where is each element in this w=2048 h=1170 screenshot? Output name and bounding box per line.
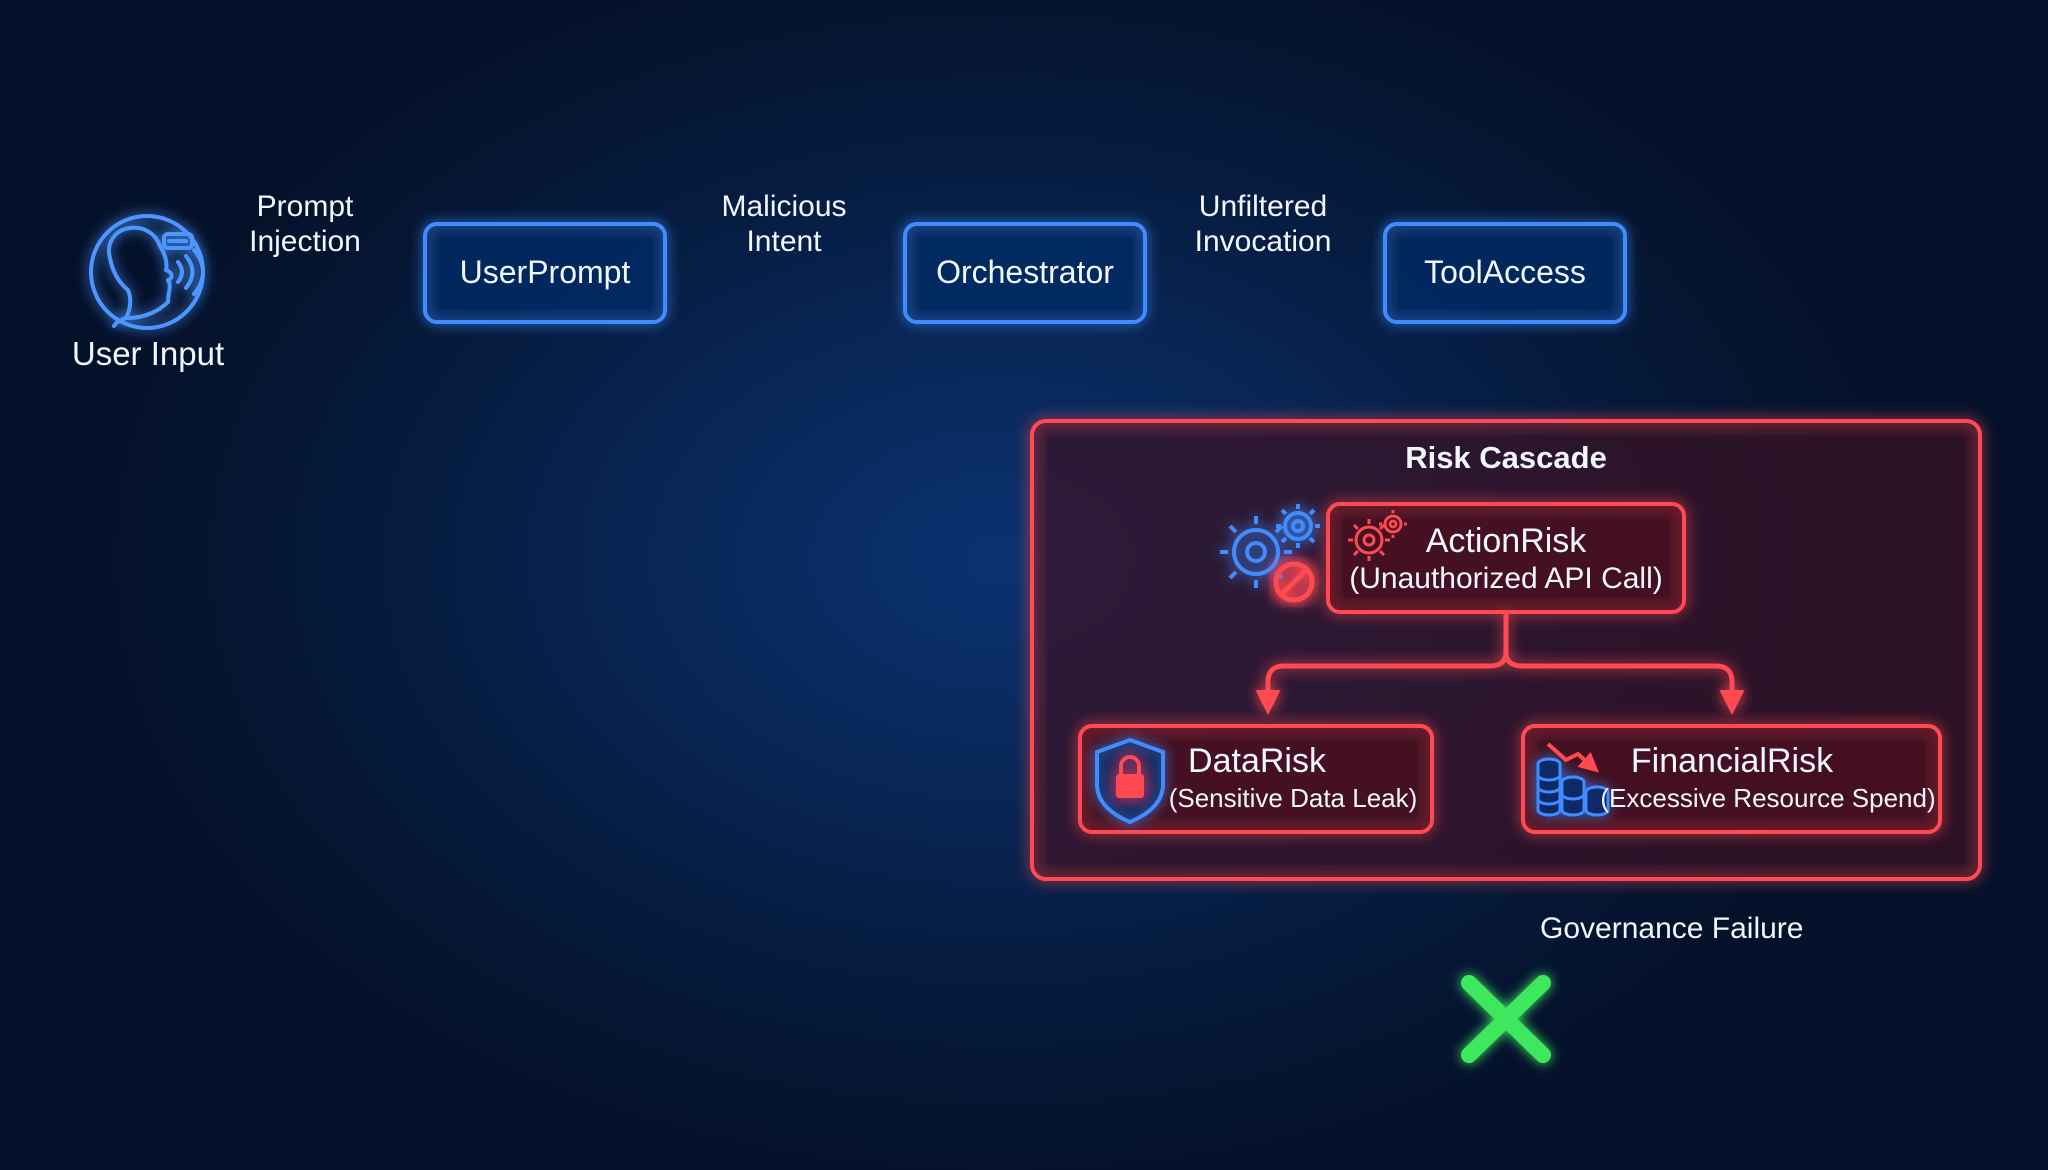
data-risk-detail: (Sensitive Data Leak) — [1168, 783, 1418, 813]
x-mark-icon — [1461, 975, 1551, 1063]
action-risk-gears-icon — [1348, 510, 1407, 561]
risk-cascade-title: Risk Cascade — [1405, 440, 1607, 475]
edge-label-line-2: Intent — [746, 224, 822, 258]
coins-down-icon — [1536, 742, 1610, 817]
governance-failure-label: Governance Failure — [1540, 912, 1804, 945]
shield-lock-icon — [1095, 737, 1165, 825]
action-risk-name: ActionRisk — [1425, 522, 1587, 560]
edge-label-line-2: Injection — [249, 224, 361, 258]
user-input-label: User Input — [71, 335, 225, 372]
financial-risk-name: FinancialRisk — [1630, 742, 1834, 780]
edge-label-prompt-injection: Prompt Injection — [249, 190, 361, 259]
edge-label-line-1: Malicious — [721, 190, 847, 223]
edge-label-malicious-intent: Malicious Intent — [721, 190, 846, 259]
branch-arrows — [1255, 612, 1745, 715]
edge-label-line-2: Invocation — [1194, 224, 1332, 258]
user-prompt-label: UserPrompt — [459, 254, 631, 290]
orchestrator-label: Orchestrator — [936, 254, 1114, 290]
data-risk-name: DataRisk — [1188, 742, 1326, 780]
user-speaking-icon — [89, 214, 205, 330]
financial-risk-box — [1521, 724, 1942, 834]
tool-access-box — [1383, 222, 1627, 324]
edge-label-unfiltered-invocation: Unfiltered Invocation — [1195, 190, 1332, 259]
data-risk-box — [1078, 724, 1434, 834]
action-risk-detail: (Unauthorized API Call) — [1349, 562, 1663, 595]
financial-risk-detail: (Excessive Resource Spend) — [1600, 783, 1936, 813]
tool-access-label: ToolAccess — [1424, 254, 1586, 290]
edge-label-line-1: Prompt — [256, 190, 354, 223]
edge-label-line-1: Unfiltered — [1198, 190, 1328, 223]
gears-blocked-icon — [1220, 504, 1320, 603]
